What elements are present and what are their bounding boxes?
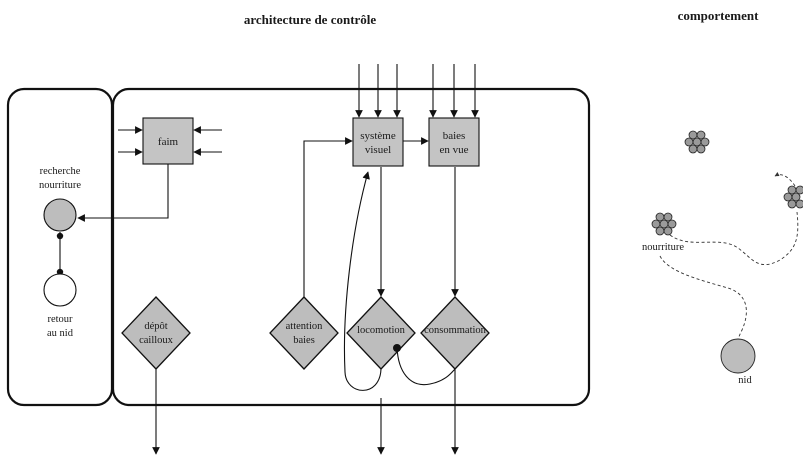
return-nest-state	[43, 273, 77, 307]
hunger-to-search-link	[77, 164, 169, 222]
visual-system-module	[352, 117, 404, 167]
hunger-label: faim	[158, 136, 179, 148]
locomotion-feedback-loop	[343, 171, 382, 391]
behaviour-network-frame	[111, 87, 591, 407]
berry-attention-behaviour	[269, 296, 339, 370]
consumption-inhibition-link	[396, 346, 456, 386]
consumption-label: consommation	[424, 325, 487, 336]
berries-in-view-label-2: en vue	[439, 144, 468, 156]
visual-system-label-1: système	[360, 130, 396, 142]
hunger-module	[142, 117, 194, 165]
agent-path-to-nest	[659, 255, 747, 346]
search-food-state	[43, 198, 77, 232]
transition-dot-top	[56, 232, 64, 240]
food-label: nourriture	[642, 242, 684, 253]
search-food-label-1: recherche	[40, 166, 81, 177]
attention-to-visual-link	[303, 137, 353, 297]
architecture-title: architecture de contrôle	[244, 12, 377, 27]
nest-label: nid	[738, 375, 752, 386]
berry-cluster-top	[684, 130, 710, 154]
locomotion-label: locomotion	[357, 325, 406, 336]
agent-path-to-right	[669, 211, 799, 266]
agent-path-turn	[774, 172, 796, 187]
berry-attention-label-1: attention	[286, 321, 323, 332]
return-nest-label-1: retour	[47, 314, 73, 325]
drop-pebbles-behaviour	[121, 296, 191, 370]
behaviour-title: comportement	[678, 8, 760, 23]
drop-pebbles-label-1: dépôt	[144, 321, 167, 332]
nest-circle	[720, 338, 756, 374]
drop-pebbles-label-2: cailloux	[139, 335, 174, 346]
berries-in-view-label-1: baies	[443, 130, 466, 142]
berry-attention-label-2: baies	[293, 335, 315, 346]
visual-system-label-2: visuel	[365, 144, 391, 156]
berries-in-view-module	[428, 117, 480, 167]
return-nest-label-2: au nid	[47, 328, 74, 339]
berry-cluster-food	[651, 212, 677, 236]
search-food-label-2: nourriture	[39, 180, 81, 191]
berry-cluster-right	[783, 185, 803, 209]
inhibition-node	[393, 344, 401, 352]
